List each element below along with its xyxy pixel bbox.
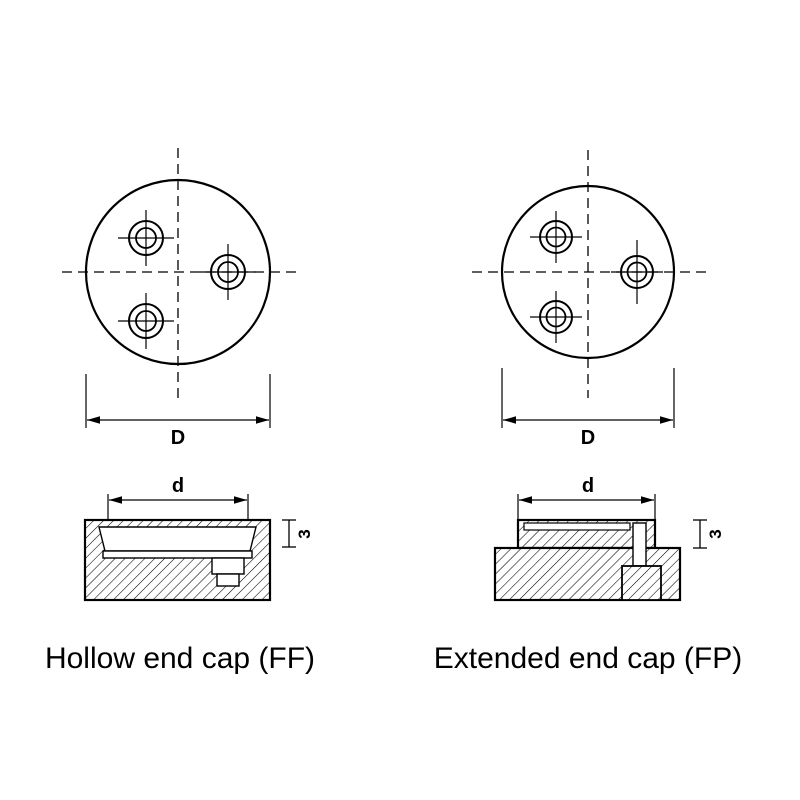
left-caption: Hollow end cap (FF) — [45, 642, 315, 675]
right-section-view — [493, 518, 682, 602]
right-dimension-inner-diameter: d — [517, 475, 656, 519]
right-dimension-outer-diameter: D — [501, 368, 675, 449]
boss-step-upper — [211, 557, 245, 575]
left-dimension-inner-diameter: d — [107, 475, 249, 519]
cavity-bottom-plate — [102, 550, 253, 559]
right-dimension-thickness: 3 — [693, 519, 725, 549]
arrowhead-right-icon — [234, 496, 247, 504]
mounting-hole — [200, 244, 256, 300]
mounting-hole — [118, 293, 174, 349]
left-dimension-outer-diameter: D — [85, 374, 271, 449]
mounting-hole — [611, 240, 663, 304]
right-caption: Extended end cap (FP) — [434, 642, 743, 675]
arrowhead-left-icon — [109, 496, 122, 504]
dimension-label-d: d — [582, 475, 594, 497]
left-section-view — [83, 518, 272, 602]
left-top-view — [62, 148, 296, 400]
dimension-label-D: D — [171, 427, 185, 449]
mounting-hole — [118, 210, 174, 266]
hollow-cavity — [98, 526, 257, 552]
right-top-view — [472, 150, 706, 398]
dimension-label-d: d — [172, 475, 184, 497]
cap-outline-circle — [84, 178, 272, 366]
mounting-hole — [530, 291, 582, 343]
arrowhead-right-icon — [660, 416, 673, 424]
arrowhead-right-icon — [256, 416, 269, 424]
boss-step-lower — [216, 573, 240, 587]
left-dimension-thickness: 3 — [282, 519, 314, 548]
dimension-label-D: D — [581, 427, 595, 449]
arrowhead-left-icon — [87, 416, 100, 424]
dimension-label-thickness: 3 — [295, 529, 314, 538]
arrowhead-left-icon — [503, 416, 516, 424]
arrowhead-right-icon — [641, 496, 654, 504]
cap-top-plate — [523, 522, 631, 531]
pin-slot — [632, 522, 647, 567]
dimension-label-thickness: 3 — [706, 529, 725, 538]
cap-outline-circle — [500, 184, 676, 360]
mounting-hole — [530, 211, 582, 263]
pin-block — [621, 565, 662, 601]
arrowhead-left-icon — [519, 496, 532, 504]
